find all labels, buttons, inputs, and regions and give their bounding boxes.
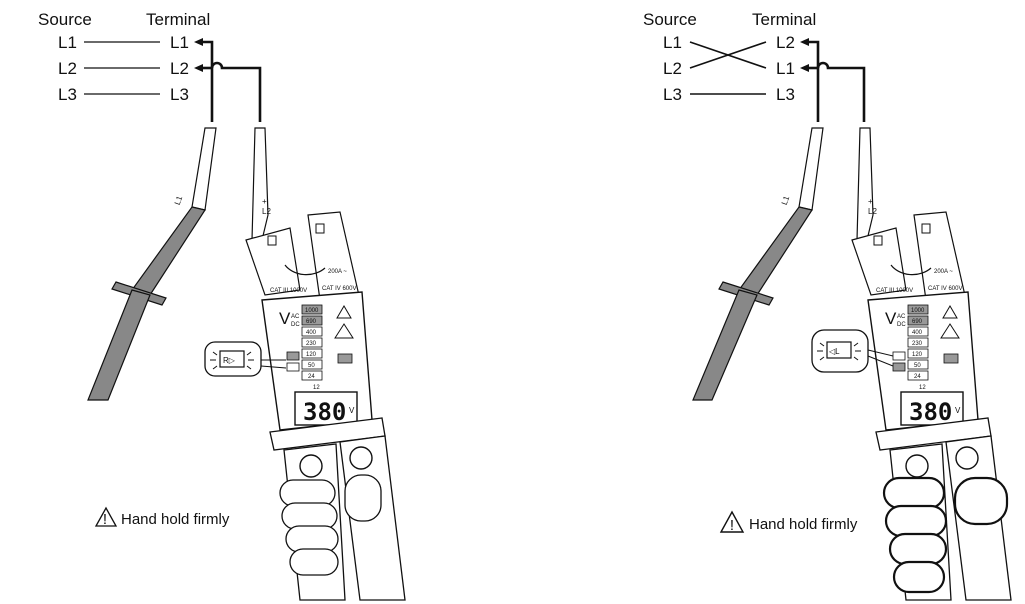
handle-button: [905, 454, 929, 478]
voltage-step: 690: [912, 319, 923, 325]
arrow-icon: [194, 38, 203, 46]
voltage-step: 400: [912, 330, 923, 336]
warning-triangle-icon: [719, 510, 745, 533]
voltage-step: 120: [912, 352, 923, 358]
warning-icon: [940, 323, 960, 339]
right-rotation-indicator: [892, 362, 906, 372]
voltage-step: 24: [914, 374, 921, 380]
panel-left: Source Terminal L1 L2 L3 L1 L2 L3 L: [38, 10, 406, 601]
cat-right-label: CAT IV 600V: [928, 286, 962, 292]
arrow-icon: [194, 64, 203, 72]
voltage-step: 24: [308, 374, 315, 380]
probe-left-label: L1: [173, 194, 185, 206]
v-symbol: V: [885, 309, 897, 328]
callout-symbol: R▷: [223, 356, 236, 365]
warning-icon: [334, 323, 354, 339]
lcd-reading: 380: [909, 398, 952, 426]
terminal-header: Terminal: [146, 10, 210, 29]
warning-icon: [336, 305, 352, 319]
voltage-step: 50: [308, 363, 315, 369]
terminal-label: L3: [170, 85, 189, 104]
terminal-label: L2: [170, 59, 189, 78]
handle-button: [349, 446, 373, 470]
source-label: L2: [58, 59, 77, 78]
probe-right-label: L2: [868, 207, 877, 216]
terminal-label: L1: [170, 33, 189, 52]
phase-wires: [84, 41, 160, 95]
callout-symbol: ◁L: [829, 347, 840, 356]
arrow-icon: [800, 38, 809, 46]
terminal-label: L3: [776, 85, 795, 104]
probe-right-label: +: [868, 197, 873, 206]
left-rotation-indicator: [286, 351, 300, 361]
terminal-label: L2: [776, 33, 795, 52]
exclamation-icon: !: [103, 511, 107, 528]
source-label: L3: [663, 85, 682, 104]
tester-body: + L2 CAT III 1000V CAT IV 600V 200A ~ V …: [851, 127, 1012, 601]
cat-left-label: CAT III 1000V: [876, 288, 913, 294]
voltage-ladder: 1000 690 400 230 120 50 24 12: [301, 304, 323, 391]
voltage-step: 120: [306, 352, 317, 358]
probe-left-label: L1: [780, 194, 792, 206]
probe-leads: [198, 40, 262, 122]
terminal-header: Terminal: [752, 10, 816, 29]
phase-wires: [689, 41, 767, 95]
source-label: L1: [58, 33, 77, 52]
warning-icon: [942, 305, 958, 319]
hand-grip: [279, 474, 382, 576]
hand-grip: [882, 476, 1009, 594]
lcd-unit: V: [955, 406, 961, 415]
rotation-callout: ◁L: [811, 329, 894, 373]
lcd-display: [900, 391, 964, 426]
probe-left: L1: [692, 127, 824, 401]
clamp-rating: 200A ~: [328, 269, 347, 275]
probe-left: L1: [87, 127, 217, 401]
voltage-step: 230: [306, 341, 317, 347]
probe-right-label: +: [262, 197, 267, 206]
right-rotation-indicator: [286, 362, 300, 372]
continuity-indicator: [943, 353, 959, 364]
source-header: Source: [38, 10, 92, 29]
dc-label: DC: [897, 322, 906, 328]
terminal-label: L1: [776, 59, 795, 78]
warning-triangle-icon: [94, 506, 118, 527]
voltage-step: 690: [306, 319, 317, 325]
source-label: L2: [663, 59, 682, 78]
ac-label: AC: [897, 314, 906, 320]
ac-label: AC: [291, 314, 300, 320]
voltage-step: 400: [306, 330, 317, 336]
voltage-step: 50: [914, 363, 921, 369]
exclamation-icon: !: [730, 517, 734, 534]
v-symbol: V: [279, 309, 291, 328]
rotation-callout: R▷: [204, 341, 287, 377]
probe-leads: [804, 40, 866, 122]
warning-text: Hand hold firmly: [121, 511, 230, 528]
arrow-icon: [800, 64, 809, 72]
voltage-ladder: 1000 690 400 230 120 50 24 12: [907, 304, 929, 391]
voltage-step: 12: [313, 385, 320, 391]
left-rotation-indicator: [892, 351, 906, 361]
handle-button: [955, 446, 979, 470]
lcd-unit: V: [349, 406, 355, 415]
voltage-step: 230: [912, 341, 923, 347]
voltage-step: 12: [919, 385, 926, 391]
source-label: L1: [663, 33, 682, 52]
probe-right-label: L2: [262, 207, 271, 216]
voltage-step: 1000: [305, 308, 319, 314]
source-label: L3: [58, 85, 77, 104]
warning-text: Hand hold firmly: [749, 516, 858, 533]
tester-body: + L2 CAT III 1000V CAT IV 600V 200A ~ V …: [245, 127, 406, 601]
lcd-reading: 380: [303, 398, 346, 426]
voltage-step: 1000: [911, 308, 925, 314]
source-header: Source: [643, 10, 697, 29]
panel-right: Source Terminal L1 L2 L3 L2 L1 L3 L1: [643, 10, 1012, 601]
dc-label: DC: [291, 322, 300, 328]
clamp-rating: 200A ~: [934, 269, 953, 275]
cat-right-label: CAT IV 600V: [322, 286, 356, 292]
cat-left-label: CAT III 1000V: [270, 288, 307, 294]
handle-button: [299, 454, 323, 478]
continuity-indicator: [337, 353, 353, 364]
